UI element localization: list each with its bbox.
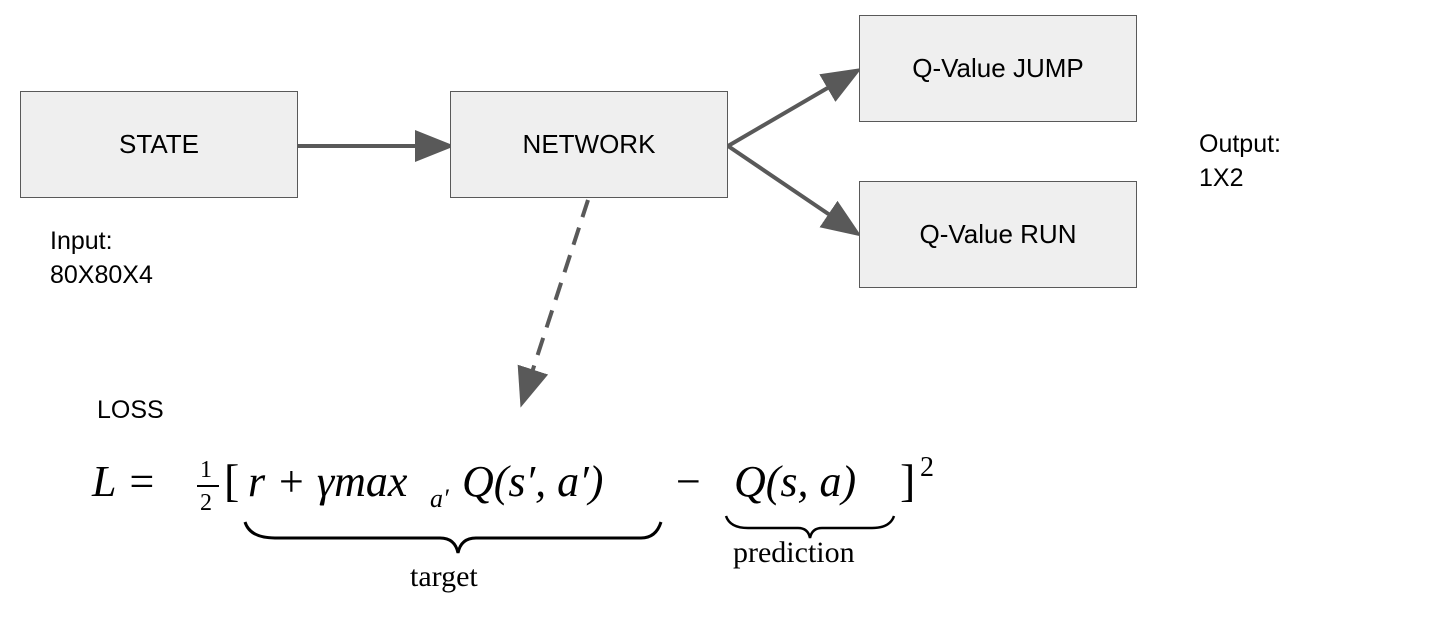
output-note-label: Output:	[1199, 130, 1281, 158]
formula-frac-denominator: 2	[200, 490, 212, 516]
formula-frac-numerator: 1	[200, 457, 212, 483]
input-note: Input: 80X80X4	[50, 224, 153, 292]
q-value-run-node: Q-Value RUN	[859, 181, 1137, 288]
formula-minus: −	[676, 457, 701, 506]
formula-power: 2	[920, 452, 934, 483]
state-node: STATE	[20, 91, 298, 198]
input-note-label: Input:	[50, 227, 113, 255]
target-brace	[243, 521, 663, 554]
arrow-network-to-jump	[726, 67, 862, 148]
loss-label: LOSS	[97, 396, 164, 424]
formula-prediction-expr: Q(s, a)	[734, 457, 857, 506]
formula-prediction-label: prediction	[733, 536, 855, 569]
output-note: Output: 1X2	[1199, 127, 1281, 195]
formula-target-subscript: a′	[430, 484, 449, 513]
formula-lhs: L =	[92, 457, 157, 506]
q-value-jump-node: Q-Value JUMP	[859, 15, 1137, 122]
formula-target-expr: r + γmax	[248, 457, 408, 506]
formula-target-q: Q(s′, a′)	[462, 457, 604, 506]
input-note-value: 80X80X4	[50, 261, 153, 289]
output-note-value: 1X2	[1199, 164, 1244, 192]
loss-formula: L = 1 2 [ r + γmax a′ Q(s′, a′) − Q(s, a…	[92, 452, 992, 602]
prediction-brace	[724, 515, 896, 539]
arrow-network-to-loss	[517, 199, 590, 408]
network-node: NETWORK	[450, 91, 728, 198]
formula-close-bracket: ]	[900, 455, 916, 506]
formula-target-label: target	[410, 560, 478, 593]
arrow-network-to-run	[726, 144, 862, 237]
formula-open-bracket: [	[224, 455, 240, 506]
